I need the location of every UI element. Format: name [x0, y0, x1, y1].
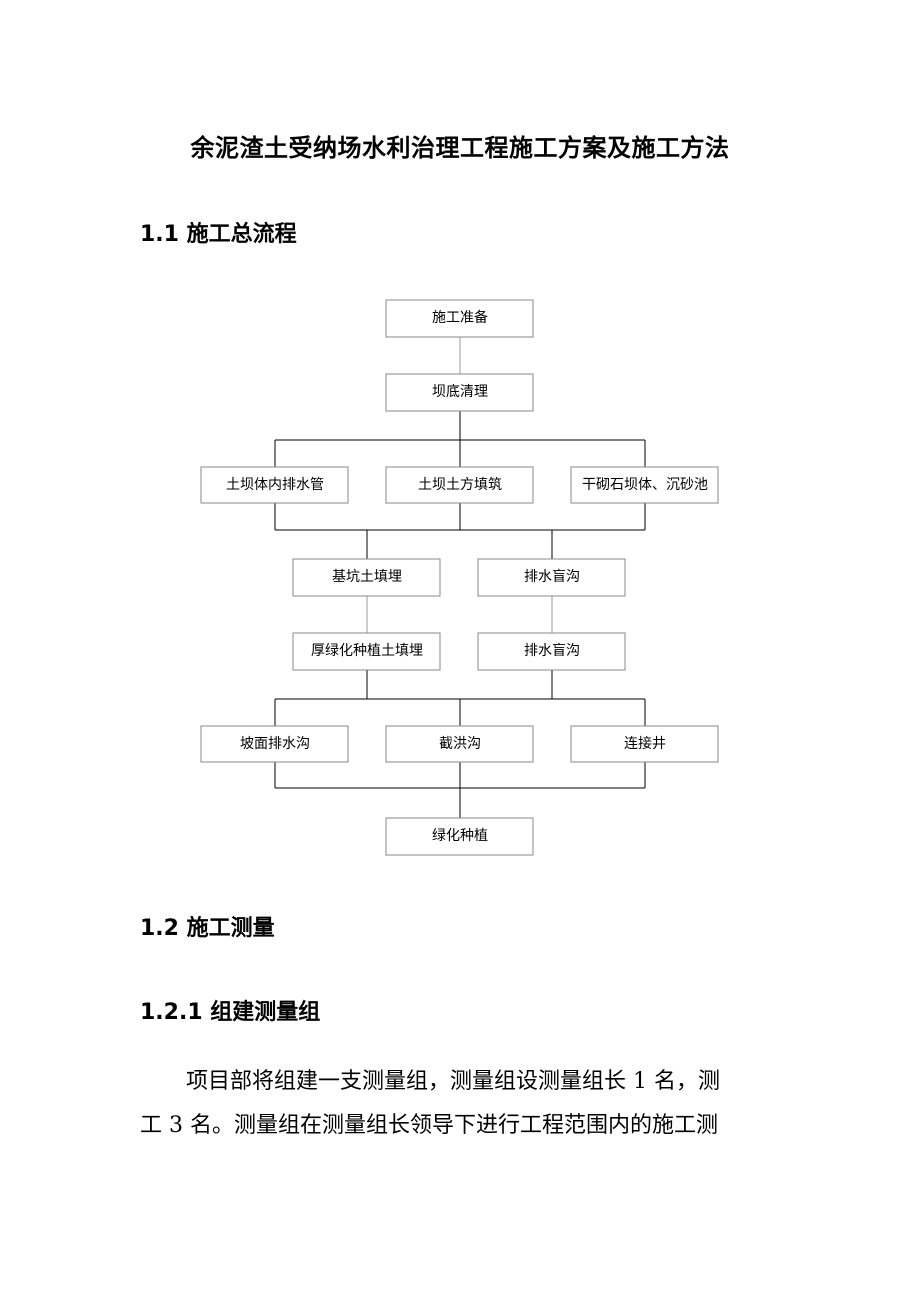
node-blind-ditch-1-label: 排水盲沟: [524, 568, 580, 585]
box-pit-fill: [292, 558, 441, 597]
section-heading-1-2: 1.2 施工测量: [140, 916, 275, 941]
node-slope-ditch-label: 坡面排水沟: [240, 736, 310, 752]
node-dry-stone-label: 干砌石坝体、沉砂池: [582, 477, 708, 493]
node-clean-label: 坝底清理: [432, 384, 488, 400]
box-flood-ditch: [385, 725, 534, 763]
body-paragraph: 项目部将组建一支测量组，测量组设测量组长 1 名，测 工 3 名。测量组在测量组…: [140, 1060, 780, 1148]
node-blind-ditch-2-label: 排水盲沟: [524, 642, 580, 659]
node-earth-fill-label: 土坝土方填筑: [418, 477, 502, 493]
node-planting-label: 绿化种植: [432, 828, 488, 844]
flowchart-connectors: [274, 337, 646, 818]
document-title: 余泥渣土受纳场水利治理工程施工方案及施工方法: [190, 134, 730, 162]
box-prep: [385, 299, 534, 338]
node-green-soil-label: 厚绿化种植土填埋: [311, 643, 423, 659]
box-slope-ditch: [200, 725, 349, 763]
node-drain-pipe-label: 土坝体内排水管: [226, 477, 324, 493]
node-flood-ditch-label: 截洪沟: [439, 736, 481, 752]
section-heading-1-2-1: 1.2.1 组建测量组: [140, 1000, 321, 1025]
node-well-label: 连接井: [624, 735, 666, 752]
box-clean: [385, 373, 534, 412]
box-dry-stone: [570, 466, 719, 504]
paragraph-line-1: 项目部将组建一支测量组，测量组设测量组长 1 名，测: [186, 1069, 720, 1094]
node-prep-label: 施工准备: [432, 309, 488, 326]
box-blind-ditch-1: [477, 558, 626, 597]
node-pit-fill-label: 基坑土填埋: [332, 568, 402, 585]
construction-flowchart: 施工准备 坝底清理 土坝体内排水管 土坝土方填筑 干砌石坝体、沉砂池 基坑土填埋…: [200, 299, 719, 856]
box-planting: [385, 817, 534, 856]
flowchart-boxes: [200, 299, 719, 856]
box-drain-pipe: [200, 466, 349, 504]
box-green-soil: [292, 632, 441, 671]
section-heading-1-1: 1.1 施工总流程: [140, 222, 297, 247]
paragraph-line-2: 工 3 名。测量组在测量组长领导下进行工程范围内的施工测: [140, 1113, 718, 1138]
box-well: [570, 725, 719, 763]
box-blind-ditch-2: [477, 632, 626, 671]
box-earth-fill: [385, 466, 534, 504]
